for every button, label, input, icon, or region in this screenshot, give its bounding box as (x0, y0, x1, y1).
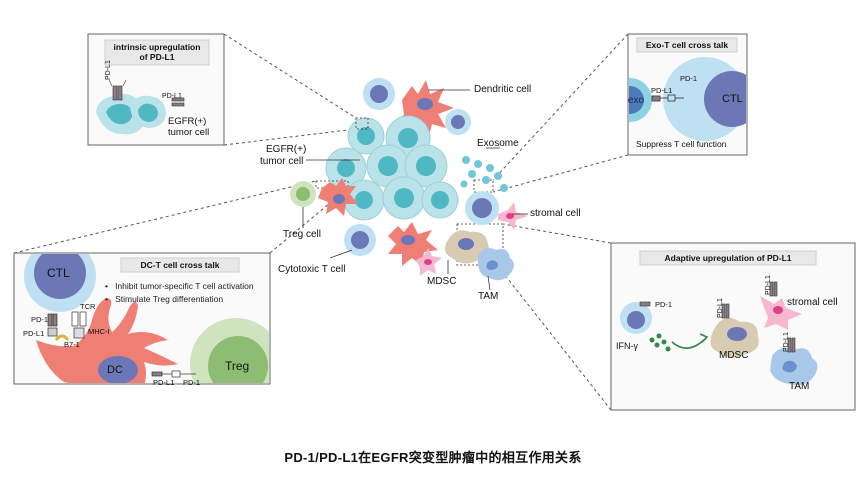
dct-pd1-label-b: PD-1 (183, 378, 201, 387)
intrinsic-pdl1-label-b: PD-L1 (162, 93, 182, 100)
adaptive-ifn-label: IFN-γ (616, 341, 638, 351)
ctl-nucleus-dc (34, 254, 86, 299)
dct-b71-label: B7-1 (64, 340, 80, 349)
intrinsic-tumor-label: tumor cell (168, 127, 210, 138)
exot-caption: Suppress T cell function (636, 139, 727, 149)
figure-caption: PD-1/PD-L1在EGFR突变型肿瘤中的相互作用关系 (284, 450, 582, 465)
center-cytotoxic-label: Cytotoxic T cell (278, 264, 346, 275)
stromal-cell-nucleus (773, 306, 783, 314)
pdl1-pd1-bond-icon (151, 370, 196, 378)
dct-box-title: DC-T cell cross talk (140, 260, 220, 270)
ifn-gamma-dots (649, 333, 671, 352)
adaptive-box (610, 242, 856, 411)
exosome-icons (460, 156, 508, 192)
tumor-cell-nucleus-2 (138, 103, 158, 122)
adaptive-stromal-label: stromal cell (787, 297, 838, 308)
center-cluster (290, 78, 528, 281)
center-egfr-label: EGFR(+) (266, 144, 307, 155)
exot-pd1-label: PD-1 (680, 74, 698, 83)
adaptive-tam-label: TAM (789, 381, 810, 392)
tcr-mhc-receptor-icon (71, 311, 87, 339)
dct-box (13, 252, 271, 385)
pdl1-receptor-icons (639, 281, 796, 353)
adaptive-pd1-label: PD-1 (655, 300, 673, 309)
center-tumor-label: tumor cell (260, 156, 304, 167)
label-pointers (302, 89, 528, 291)
tam-cell-nucleus (782, 360, 797, 373)
dct-tcr-label: TCR (80, 302, 96, 311)
intrinsic-box (87, 33, 225, 146)
dct-bullet-1-text: Inhibit tumor-specific T cell activation (115, 281, 254, 291)
adaptive-box-title: Adaptive upregulation of PD-L1 (664, 253, 792, 263)
intrinsic-pdl1-label-a: PD-L1 (105, 60, 112, 80)
adaptive-pdl1-label-c: PD-L1 (783, 332, 790, 352)
pdl1-receptor-icon-2 (171, 97, 185, 107)
adaptive-mdsc-label: MDSC (719, 350, 749, 361)
dct-pdl1-label: PD-L1 (23, 329, 45, 338)
dct-treg-label: Treg (225, 359, 250, 373)
dendritic-cell-icon-3 (388, 222, 438, 266)
dct-pdl1-label-b: PD-L1 (153, 378, 175, 387)
t-cell-nucleus (627, 311, 645, 329)
exot-exo-label: exo (628, 95, 645, 106)
pd1-pdl1-bond-icon (651, 94, 684, 102)
center-mdsc-label: MDSC (427, 276, 457, 287)
exot-box (627, 33, 748, 156)
exot-pdl1-label: PD-L1 (651, 86, 673, 95)
center-treg-label: Treg cell (283, 229, 321, 240)
intrinsic-egfr-label: EGFR(+) (168, 116, 207, 127)
dct-bullet-2: • Stimulate Treg differentiation (105, 294, 224, 304)
tumor-cell-nucleus (106, 104, 133, 125)
center-exosome-label: Exosome (477, 138, 519, 149)
dct-bullet-1: • Inhibit tumor-specific T cell activati… (105, 281, 254, 291)
dct-ctl-label: CTL (47, 266, 70, 280)
exot-ctl-label: CTL (722, 93, 743, 105)
dct-pd1-label: PD-1 (31, 315, 49, 324)
center-dendritic-label: Dendritic cell (474, 84, 532, 95)
pd1-pdl1-receptor-icon (47, 313, 58, 337)
dendritic-cell-body (36, 298, 178, 383)
center-stromal-label: stromal cell (530, 208, 581, 219)
mdsc-cell-nucleus (727, 327, 747, 341)
exot-box-title: Exo-T cell cross talk (645, 40, 729, 50)
pdl1-receptor-icon (108, 79, 127, 101)
intrinsic-box-title: intrinsic upregulation of PD-L1 (113, 42, 201, 62)
exosome-core (629, 86, 644, 114)
dct-mhc-label: MHC-I (88, 327, 110, 336)
dct-bullet-2-text: Stimulate Treg differentiation (115, 294, 224, 304)
adaptive-pdl1-label-b: PD-L1 (765, 275, 772, 295)
treg-nucleus (208, 336, 268, 383)
center-tam-label: TAM (478, 291, 499, 302)
ctl-nucleus (704, 71, 746, 127)
adaptive-pdl1-label-a: PD-L1 (717, 298, 724, 318)
dendritic-cell-nucleus (98, 356, 138, 383)
b71-ligand-icon (54, 334, 70, 341)
dct-dc-label: DC (107, 364, 123, 376)
